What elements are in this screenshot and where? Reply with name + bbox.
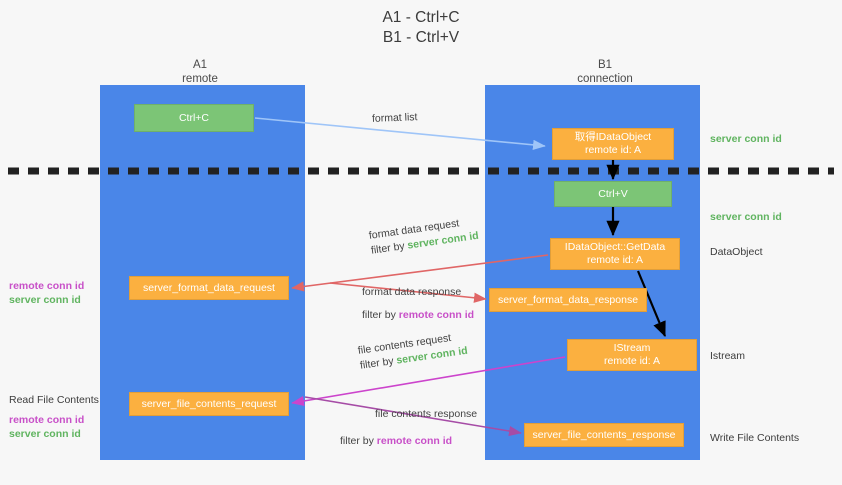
node-ctrl-c[interactable]: Ctrl+C [134, 104, 254, 132]
node-server-format-data-request[interactable]: server_format_data_request [129, 276, 289, 300]
filter-prefix: filter by [370, 239, 409, 257]
annotation-left-conn-ids-2: remote conn id server conn id [9, 413, 84, 441]
annotation-server-conn-id-mid: server conn id [710, 211, 782, 223]
node-ctrl-v[interactable]: Ctrl+V [554, 181, 672, 207]
filter-prefix: filter by [359, 354, 398, 372]
annotation-server-conn-id: server conn id [9, 428, 81, 440]
filter-value: remote conn id [398, 309, 475, 321]
annotation-read-file-contents: Read File Contents [9, 394, 99, 406]
annotation-remote-conn-id: remote conn id [9, 280, 85, 292]
annotation-remote-conn-id: remote conn id [9, 414, 85, 426]
filter-prefix: filter by [362, 309, 399, 321]
annotation-left-conn-ids-1: remote conn id server conn id [9, 279, 84, 307]
annotation-istream: Istream [710, 350, 746, 362]
edge-label-format-data-response: format data response filter by remote co… [362, 285, 474, 323]
edge-label-line1: file contents response [375, 408, 478, 420]
lane-header-a1: A1 remote [182, 59, 218, 85]
annotation-dataobject: DataObject [710, 246, 763, 258]
node-server-format-data-response[interactable]: server_format_data_response [489, 288, 647, 312]
node-istream[interactable]: IStream remote id: A [567, 339, 697, 371]
node-idataobject[interactable]: 取得IDataObject remote id: A [552, 128, 674, 160]
annotation-server-conn-id: server conn id [9, 294, 81, 306]
filter-value: remote conn id [376, 435, 453, 447]
edge-label-filter: filter by remote conn id [362, 308, 474, 323]
edge-label-line1: format data response [362, 286, 462, 298]
annotation-server-conn-id-top: server conn id [710, 133, 782, 145]
edge-label-format-list: format list [371, 111, 418, 125]
edge-label-file-contents-response: file contents response filter by remote … [340, 407, 477, 449]
lane-header-b1: B1 connection [577, 59, 633, 85]
edge-label-filter: filter by remote conn id [340, 434, 477, 449]
node-idataobject-getdata[interactable]: IDataObject::GetData remote id: A [550, 238, 680, 270]
node-server-file-contents-response[interactable]: server_file_contents_response [524, 423, 684, 447]
filter-prefix: filter by [340, 435, 377, 447]
diagram-title: A1 - Ctrl+C B1 - Ctrl+V [382, 9, 460, 46]
node-server-file-contents-request[interactable]: server_file_contents_request [129, 392, 289, 416]
annotation-write-file-contents: Write File Contents [710, 432, 800, 444]
